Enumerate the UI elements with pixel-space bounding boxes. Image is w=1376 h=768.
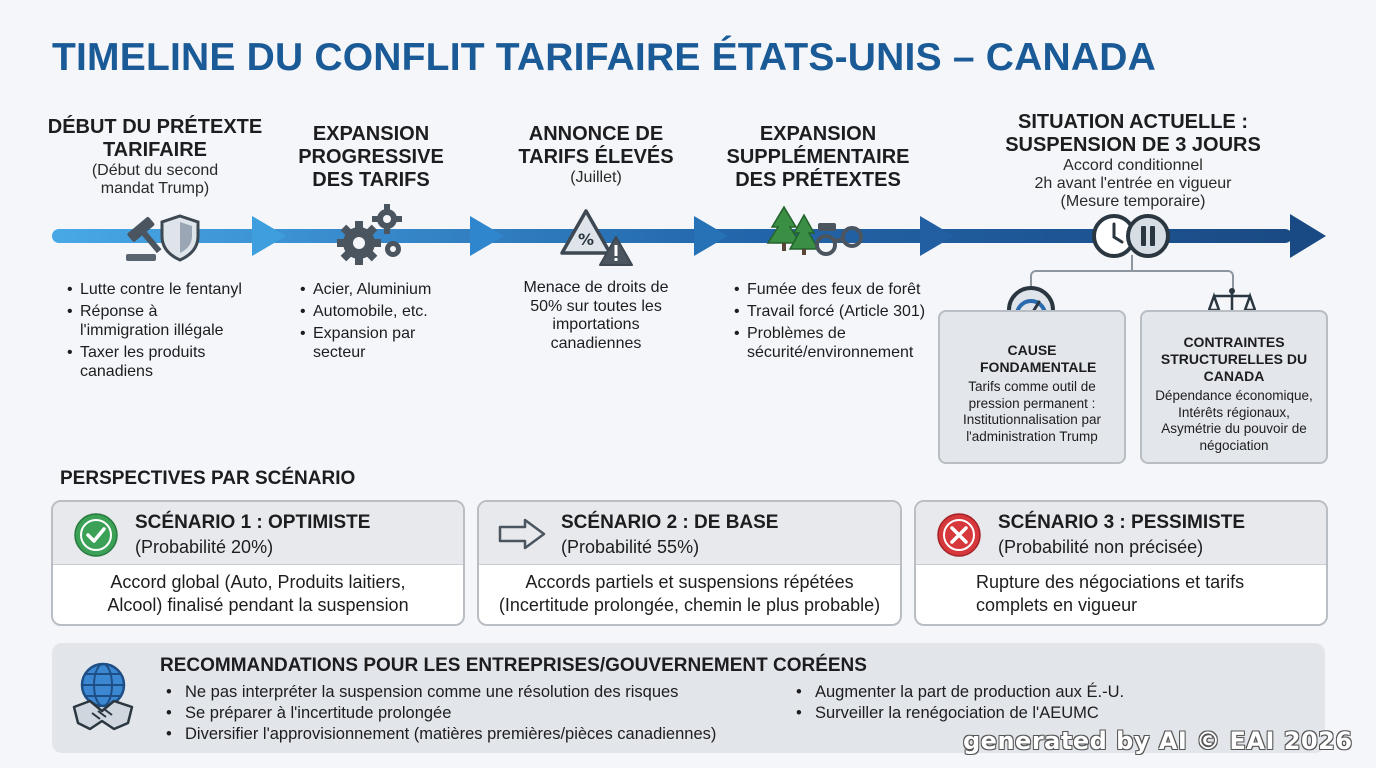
stage-4-heading: EXPANSION SUPPLÉMENTAIRE DES PRÉTEXTES — [726, 123, 910, 191]
stage-2: EXPANSION PROGRESSIVE DES TARIFS — [286, 123, 456, 192]
list-item: Taxer les produits canadiens — [67, 343, 247, 381]
recommendations-left: Ne pas interpréter la suspension comme u… — [160, 682, 716, 745]
scenario-1-desc: Accord global (Auto, Produits laitiers, … — [107, 572, 409, 615]
stage-5-sub-1: Accord conditionnel — [1063, 157, 1203, 174]
cause-box: CAUSE FONDAMENTALE Tarifs comme outil de… — [938, 310, 1126, 464]
list-item: Fumée des feux de forêt — [734, 280, 934, 299]
scenario-1-title: SCÉNARIO 1 : OPTIMISTE — [135, 512, 371, 533]
constraints-title: CONTRAINTES STRUCTURELLES DU CANADA — [1160, 334, 1308, 384]
stage-5-sub-2: 2h avant l'entrée en vigueur — [1034, 175, 1232, 192]
scenario-2-title: SCÉNARIO 2 : DE BASE — [561, 512, 779, 533]
stage-3-text: Menace de droits de 50% sur toutes les i… — [523, 279, 669, 352]
scenario-1-card: SCÉNARIO 1 : OPTIMISTE (Probabilité 20%)… — [51, 500, 465, 626]
stage-5-sub-3: (Mesure temporaire) — [1060, 193, 1206, 210]
stage-1: DÉBUT DU PRÉTEXTE TARIFAIRE (Début du se… — [40, 116, 270, 198]
scenario-3-card: SCÉNARIO 3 : PESSIMISTE (Probabilité non… — [914, 500, 1328, 626]
scenario-3-desc: Rupture des négociations et tarifs compl… — [976, 572, 1245, 615]
scenario-3-prob: (Probabilité non précisée) — [998, 537, 1204, 557]
connector — [1030, 270, 1234, 290]
list-item: Problèmes de sécurité/environnement — [734, 324, 934, 362]
warning-percent-icon: % — [560, 209, 633, 266]
cause-title: CAUSE FONDAMENTALE — [980, 342, 1097, 375]
scenario-2-desc: Accords partiels et suspensions répétées… — [498, 572, 881, 615]
stage-3: ANNONCE DE TARIFS ÉLEVÉS (Juillet) — [508, 123, 684, 187]
constraints-text: Dépendance économique, Intérêts régionau… — [1155, 388, 1313, 453]
stage-1-sub: (Début du second mandat Trump) — [91, 162, 219, 197]
constraints-box: CONTRAINTES STRUCTURELLES DU CANADA Dépe… — [1140, 310, 1328, 464]
stage-4-list: Fumée des feux de forêt Travail forcé (A… — [734, 280, 934, 365]
watermark: generated by AI © EAI 2026 — [963, 727, 1353, 755]
recommendations-panel: RECOMMANDATIONS POUR LES ENTREPRISES/GOU… — [52, 643, 1325, 753]
stage-2-heading: EXPANSION PROGRESSIVE DES TARIFS — [298, 123, 444, 191]
gavel-shield-icon — [126, 214, 200, 262]
list-item: Automobile, etc. — [300, 302, 470, 321]
stage-3-heading: ANNONCE DE TARIFS ÉLEVÉS — [518, 123, 674, 168]
clock-pause-icon — [1092, 214, 1170, 258]
list-item: Réponse à l'immigration illégale — [67, 302, 247, 340]
x-icon — [937, 513, 981, 557]
list-item: Acier, Aluminium — [300, 280, 470, 299]
list-item: Augmenter la part de production aux É.-U… — [790, 682, 1124, 703]
stage-1-heading: DÉBUT DU PRÉTEXTE TARIFAIRE — [47, 116, 263, 161]
check-icon — [74, 513, 118, 557]
svg-text:%: % — [578, 230, 594, 249]
list-item: Travail forcé (Article 301) — [734, 302, 934, 321]
list-item: Se préparer à l'incertitude prolongée — [160, 703, 716, 724]
connector-stem — [1131, 255, 1133, 271]
perspectives-title: PERSPECTIVES PAR SCÉNARIO — [60, 468, 356, 489]
stage-5: SITUATION ACTUELLE : SUSPENSION DE 3 JOU… — [988, 111, 1278, 211]
cause-text: Tarifs comme outil de pression permanent… — [962, 379, 1102, 444]
arrow-right-icon — [498, 518, 546, 550]
recommendations-title: RECOMMANDATIONS POUR LES ENTREPRISES/GOU… — [160, 655, 867, 676]
list-item: Lutte contre le fentanyl — [67, 280, 247, 299]
stage-5-heading: SITUATION ACTUELLE : SUSPENSION DE 3 JOU… — [1005, 111, 1261, 156]
globe-handshake-icon — [72, 662, 134, 731]
recommendations-right: Augmenter la part de production aux É.-U… — [790, 682, 1124, 724]
list-item: Surveiller la renégociation de l'AEUMC — [790, 703, 1124, 724]
list-item: Diversifier l'approvisionnement (matière… — [160, 724, 716, 745]
scenario-3-title: SCÉNARIO 3 : PESSIMISTE — [998, 512, 1246, 533]
gears-icon — [337, 204, 402, 265]
trees-handcuffs-icon — [766, 205, 863, 256]
scenario-2-card: SCÉNARIO 2 : DE BASE (Probabilité 55%) A… — [477, 500, 902, 626]
stage-4: EXPANSION SUPPLÉMENTAIRE DES PRÉTEXTES — [718, 123, 918, 192]
scenario-2-prob: (Probabilité 55%) — [561, 537, 700, 557]
list-item: Ne pas interpréter la suspension comme u… — [160, 682, 716, 703]
stage-2-list: Acier, Aluminium Automobile, etc. Expans… — [300, 280, 470, 365]
list-item: Expansion par secteur — [300, 324, 470, 362]
page-title: TIMELINE DU CONFLIT TARIFAIRE ÉTATS-UNIS… — [52, 36, 1156, 79]
scenario-1-prob: (Probabilité 20%) — [135, 537, 274, 557]
stage-3-sub: (Juillet) — [570, 169, 622, 186]
stage-1-list: Lutte contre le fentanyl Réponse à l'imm… — [67, 280, 247, 384]
